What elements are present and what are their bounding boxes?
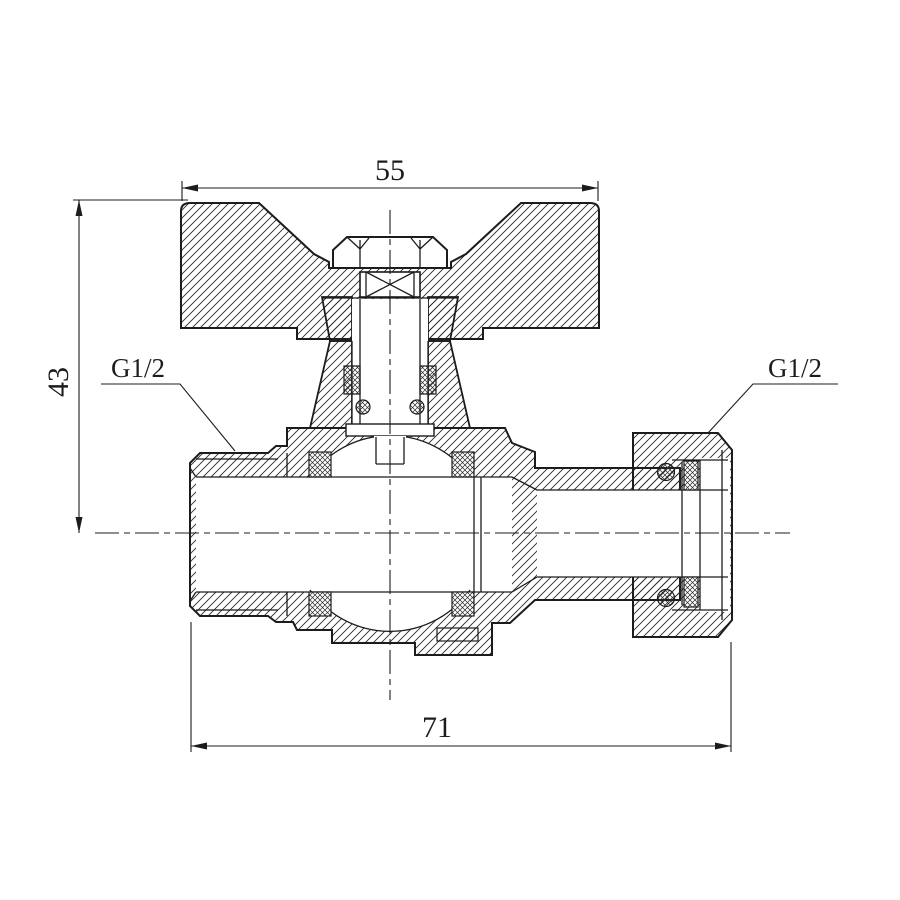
dim-55-arrow-left (182, 184, 198, 192)
union-seals (656, 460, 699, 608)
thread-label-right-text: G1/2 (768, 353, 822, 383)
dim-71-lines (190, 622, 732, 752)
thread-label-left-leader (101, 383, 236, 452)
ball-seats (308, 451, 475, 617)
dim-71-arrow-right (715, 742, 731, 750)
union-nut-right-outline (717, 432, 733, 638)
dim-71-arrow-left (191, 742, 207, 750)
packing-left (343, 365, 361, 395)
left-end-face (189, 463, 197, 606)
dim-43-lines (73, 199, 188, 533)
bore-interiors (196, 435, 730, 631)
union-nut-inner-lines (672, 450, 728, 620)
thread-label-left: G1/2 (101, 353, 236, 452)
dimension-43: 43 (42, 199, 188, 533)
dim-43-arrow-bottom (75, 517, 83, 533)
hex-nut-facets (346, 236, 434, 268)
dimension-71: 71 (190, 622, 732, 752)
male-thread-lines (196, 453, 288, 616)
stem-sides (351, 299, 429, 424)
ball-seat (308, 591, 332, 617)
ball-and-seats (308, 423, 479, 642)
chamber-retainer (473, 477, 482, 592)
stem-o-ring-left (355, 399, 371, 415)
packing-right (419, 365, 437, 395)
dim-43-label: 43 (42, 367, 75, 397)
stem-square-cross (365, 271, 415, 298)
dim-43-arrow-top (75, 200, 83, 216)
thread-label-right-leader (707, 383, 838, 434)
tail-end-face (681, 460, 701, 610)
ball-seat (308, 451, 332, 478)
bore-edges (196, 476, 728, 593)
dim-55-arrow-right (582, 184, 598, 192)
bore-feature-lines (189, 432, 733, 638)
o-ring-bottom (656, 588, 676, 608)
ball-seat (451, 451, 475, 478)
thread-label-right: G1/2 (707, 353, 838, 434)
drain-plug (436, 627, 479, 642)
dim-55-lines (181, 181, 599, 201)
dimension-55: 55 (181, 154, 599, 201)
union-gasket-bottom (683, 576, 699, 608)
centerlines (95, 210, 790, 700)
stem-o-ring-right (409, 399, 425, 415)
o-ring-top (656, 462, 676, 482)
ball-seat (451, 591, 475, 617)
union-gasket-top (683, 460, 699, 491)
dim-71-label: 71 (422, 711, 452, 744)
dim-55-label: 55 (375, 154, 405, 187)
gland-and-bonnet (308, 296, 472, 429)
thread-label-left-text: G1/2 (111, 353, 165, 383)
